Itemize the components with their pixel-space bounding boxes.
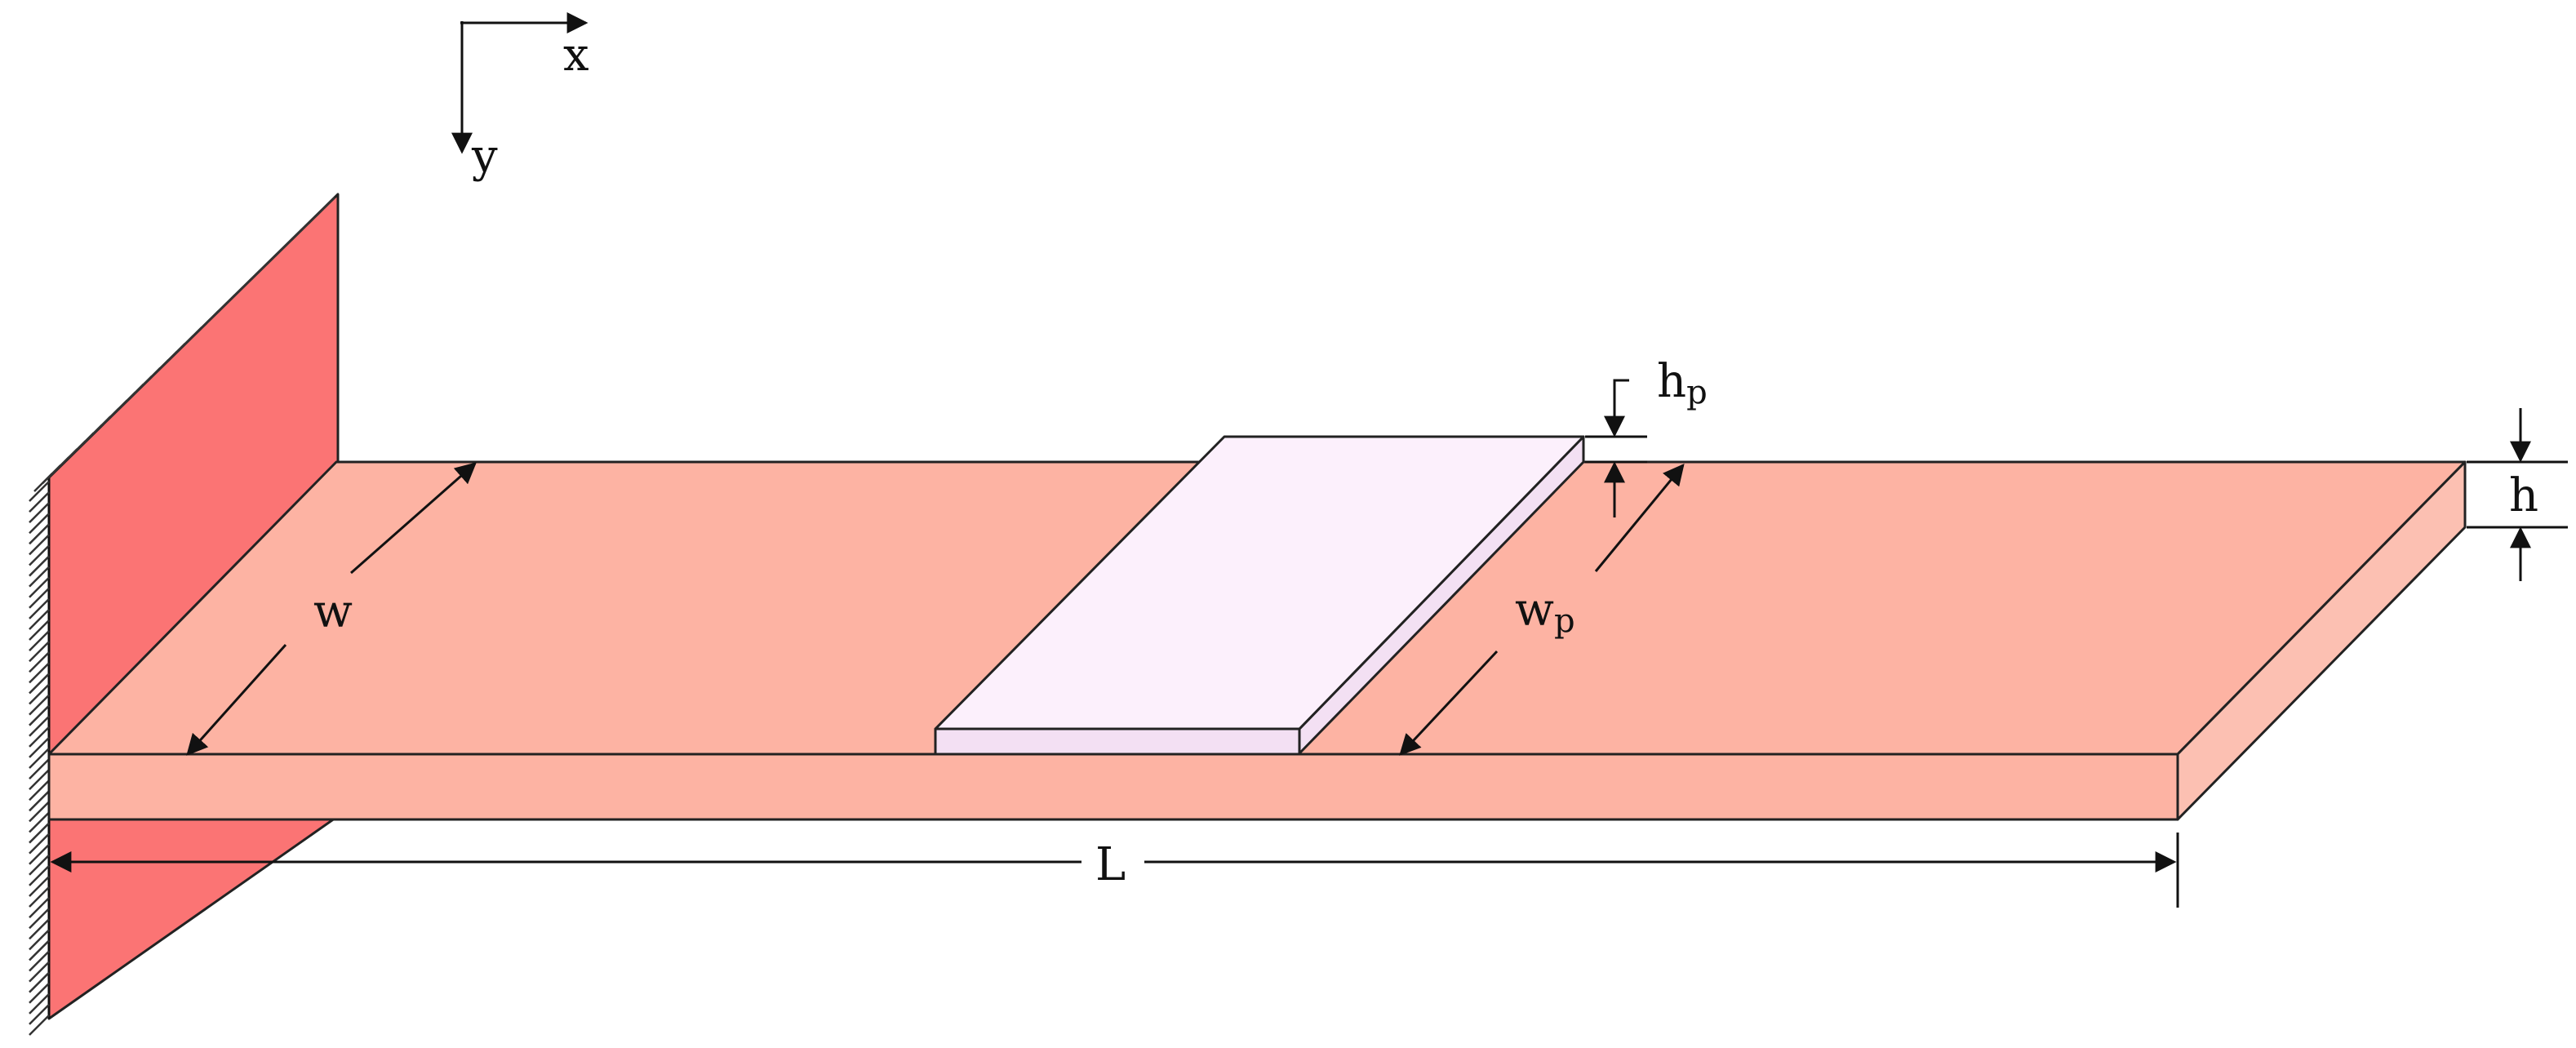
hatch-line — [29, 864, 50, 886]
hatch-line — [29, 918, 50, 940]
hatch-line — [29, 630, 50, 652]
hatch-line — [29, 544, 50, 566]
patch-width-label: wp — [1515, 584, 1575, 640]
hatch-line — [29, 673, 50, 695]
patch-thickness-dimension: hp — [1585, 355, 1708, 517]
hatch-line — [29, 908, 50, 930]
hatch-line — [29, 491, 50, 513]
hatch-line — [29, 587, 50, 609]
hatch-line — [29, 971, 50, 993]
patch-width-arrow-lower — [1399, 650, 1499, 756]
hatch-line — [29, 982, 50, 1004]
piezo-patch — [934, 435, 1585, 756]
hatch-line — [29, 801, 50, 823]
patch-width-dimension: wp — [1399, 463, 1685, 756]
beam-length-label: L — [1095, 838, 1126, 891]
hatch-line — [29, 779, 50, 802]
hatch-line — [29, 534, 50, 556]
hatch-line — [29, 609, 50, 630]
beam-thickness-label: h — [2509, 469, 2538, 522]
hatch-line — [29, 811, 50, 833]
hatch-line — [29, 502, 50, 524]
hatch-line — [29, 822, 50, 844]
beam-thickness-dimension: h — [2467, 408, 2568, 581]
hatch-line — [29, 939, 50, 961]
hatch-line — [29, 726, 50, 748]
coordinate-axes: x y — [451, 12, 589, 183]
hatch-line — [29, 597, 50, 619]
hatch-line — [29, 555, 50, 577]
patch-thickness-label: hp — [1657, 355, 1708, 411]
hatch-line — [29, 758, 50, 779]
patch-thickness-arrow-top — [1604, 379, 1629, 437]
beam-length-dimension: L — [50, 833, 2179, 908]
hatch-line — [29, 715, 50, 737]
hatch-line — [29, 854, 50, 876]
hatch-line — [29, 651, 50, 673]
hatch-line — [29, 843, 50, 865]
hatch-line — [29, 748, 50, 769]
wall-hatching — [29, 197, 335, 1036]
hatch-line — [29, 876, 50, 897]
hatch-line — [29, 683, 50, 705]
hatch-line — [29, 481, 50, 502]
hatch-line — [29, 737, 50, 758]
hatch-line — [29, 992, 50, 1015]
patch-width-subscript: p — [1554, 602, 1575, 640]
hatch-line — [29, 790, 50, 812]
hatch-line — [29, 950, 50, 972]
patch-front-face — [934, 727, 1301, 756]
hatch-line — [29, 886, 50, 908]
patch-width-letter: w — [1515, 584, 1554, 637]
beam-width-arrow-upper — [350, 462, 477, 575]
patch-thickness-subscript: p — [1686, 374, 1708, 411]
hatch-line — [29, 576, 50, 598]
hatch-line — [29, 641, 50, 663]
x-axis-label: x — [563, 29, 589, 82]
beam-width-arrow-lower — [186, 643, 287, 756]
hatch-line — [29, 961, 50, 983]
hatch-line — [29, 929, 50, 951]
hatch-line — [29, 523, 50, 545]
hatch-line — [29, 662, 50, 684]
hatch-line — [29, 566, 50, 588]
beam-width-label: w — [313, 585, 353, 638]
hatch-line — [29, 897, 50, 919]
patch-width-arrow-upper — [1594, 463, 1685, 572]
hatch-line — [29, 1004, 50, 1025]
hatch-line — [29, 704, 50, 726]
patch-top-surface — [934, 435, 1585, 730]
beam-width-dimension: w — [186, 462, 477, 756]
hatch-line — [29, 619, 50, 641]
patch-thickness-letter: h — [1657, 355, 1686, 408]
hatch-line — [29, 769, 50, 791]
y-axis-label: y — [471, 130, 498, 183]
hatch-line — [316, 197, 335, 216]
hatch-line — [29, 1015, 50, 1036]
hatch-line — [29, 833, 50, 855]
beam-front-face — [47, 753, 2179, 821]
hatch-line — [29, 513, 50, 535]
hatch-line — [29, 694, 50, 716]
